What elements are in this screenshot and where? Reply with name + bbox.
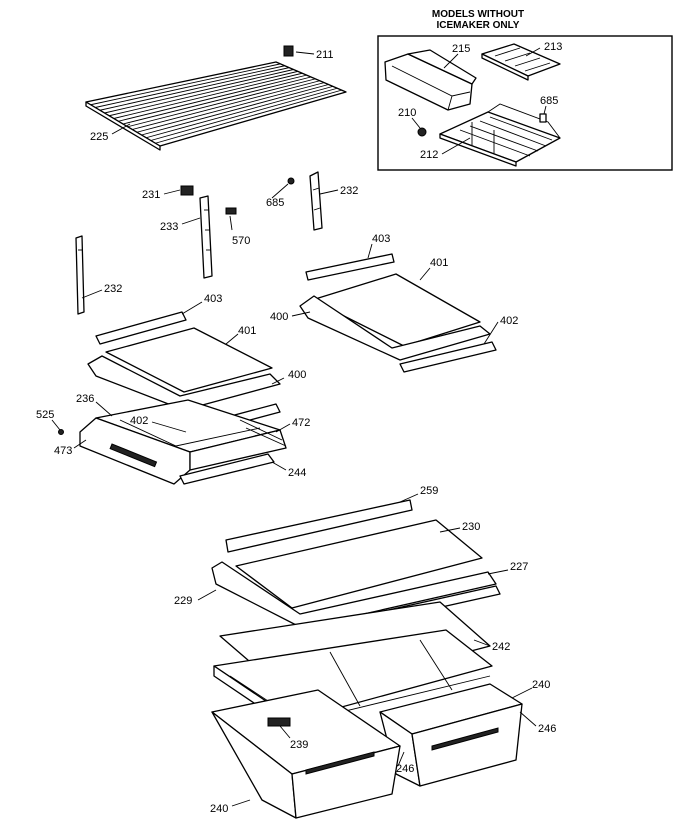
shelf-wire (104, 69, 294, 114)
ice-tray-213 (481, 43, 561, 81)
callout-246-right: 246 (538, 723, 556, 735)
shelf-wire (90, 63, 281, 106)
trim-403-left (95, 311, 187, 345)
part-570 (225, 207, 237, 215)
callout-231: 231 (142, 189, 160, 201)
shelf-wire (127, 78, 316, 128)
callout-213: 213 (544, 41, 562, 53)
frame-400-right (299, 295, 491, 361)
rail-233 (199, 195, 213, 279)
rack-212 (439, 103, 561, 167)
callout-685-inset: 685 (540, 95, 558, 107)
callout-211: 211 (316, 49, 334, 61)
callout-570: 570 (232, 235, 250, 247)
part-239 (267, 717, 291, 727)
glass-shelf-right (299, 253, 497, 373)
callout-400-left: 400 (288, 369, 306, 381)
part-685 (287, 177, 295, 185)
callout-240-right: 240 (532, 679, 550, 691)
shelf-wire (132, 80, 320, 130)
callout-229: 229 (174, 595, 192, 607)
shelf-wire (122, 76, 312, 125)
callout-401-right: 401 (430, 257, 448, 269)
shelf-wire (136, 82, 325, 133)
wire-shelf-225 (85, 61, 347, 151)
callout-232-right: 232 (340, 185, 358, 197)
callout-402-left: 402 (130, 415, 148, 427)
callout-215: 215 (452, 43, 470, 55)
callout-685: 685 (266, 197, 284, 209)
part-685-inset (539, 113, 547, 123)
callout-233: 233 (160, 221, 178, 233)
frame-400-left (87, 355, 281, 411)
callout-401-left: 401 (238, 325, 256, 337)
leader-lines (51, 47, 547, 807)
trim-259 (225, 499, 413, 553)
callout-244: 244 (288, 467, 306, 479)
part-211 (283, 45, 294, 57)
drawer-236 (79, 399, 287, 485)
ice-bin-215 (384, 49, 477, 111)
rail-232-right (309, 171, 323, 231)
crisper-drawer-left (211, 689, 401, 819)
inset-title-line1: MODELS WITHOUT (432, 9, 524, 20)
trim-403-right (305, 253, 395, 281)
glass-230 (235, 519, 483, 609)
callout-225: 225 (90, 131, 108, 143)
frame-229 (211, 561, 497, 629)
callout-400-right: 400 (270, 311, 288, 323)
part-525 (58, 429, 64, 435)
part-210 (417, 127, 427, 137)
callout-472: 472 (292, 417, 310, 429)
inset-border (377, 35, 673, 171)
callout-labels: 211 215 213 210 685 212 225 231 233 570 … (36, 41, 562, 815)
shelf-wire (109, 70, 298, 117)
callout-232-left: 232 (104, 283, 122, 295)
shelf-wire (113, 72, 303, 119)
callout-473: 473 (54, 445, 72, 457)
shelf-wire (141, 84, 329, 136)
shelf-wire (155, 89, 342, 144)
callout-242: 242 (492, 641, 510, 653)
callout-402-right: 402 (500, 315, 518, 327)
callout-246-left: 246 (396, 763, 414, 775)
callout-230: 230 (462, 521, 480, 533)
inset-title-line2: ICEMAKER ONLY (437, 20, 520, 31)
shelf-wire (118, 74, 307, 122)
icemaker-inset: MODELS WITHOUT ICEMAKER ONLY (377, 9, 673, 171)
shelf-wire (99, 67, 290, 111)
part-231 (180, 185, 194, 196)
drawer-slide-244 (179, 453, 275, 485)
glass-401-right (311, 273, 481, 347)
shelf-wire (150, 87, 338, 141)
callout-210: 210 (398, 107, 416, 119)
glass-401-left (105, 327, 273, 393)
rail-232-left (75, 235, 85, 315)
callout-259: 259 (420, 485, 438, 497)
shelf-wire (95, 65, 285, 108)
callout-403-right: 403 (372, 233, 390, 245)
callout-227: 227 (510, 561, 528, 573)
trim-402-right (399, 341, 497, 373)
shelf-wire (146, 85, 333, 139)
callout-240-left: 240 (210, 803, 228, 815)
callout-403-left: 403 (204, 293, 222, 305)
callout-212: 212 (420, 149, 438, 161)
callout-236: 236 (76, 393, 94, 405)
callout-525: 525 (36, 409, 54, 421)
callout-239: 239 (290, 739, 308, 751)
